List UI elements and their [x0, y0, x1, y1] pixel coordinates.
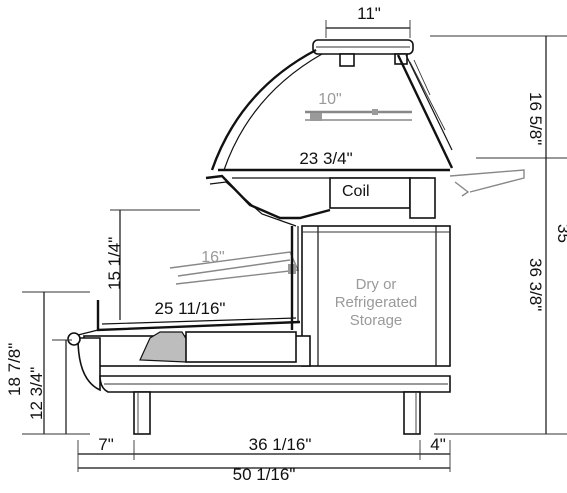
dim-right-edge-partial: 35 [554, 224, 567, 243]
dimension-lines [22, 20, 567, 472]
dim-front-overhang: 7" [98, 435, 114, 454]
curved-front-glass [210, 48, 323, 171]
deck: Coil [205, 168, 450, 227]
storage-label-line1: Dry or [356, 276, 397, 293]
storage-label-line3: Storage [350, 312, 403, 329]
dim-well-depth: 25 11/16" [155, 299, 226, 318]
base [99, 375, 451, 393]
rear-leg [403, 391, 421, 435]
canopy-top [312, 39, 414, 67]
storage-label-line2: Refrigerated [335, 294, 418, 311]
dim-left-height-upper: 18 7/8" [5, 343, 24, 396]
dim-angled-shelf: 16" [201, 249, 224, 266]
dim-deck-depth: 23 3/4" [299, 149, 352, 168]
front-leg [133, 391, 151, 435]
rear-glass-door [396, 54, 454, 169]
cabinet: Dry or Refrigerated Storage [301, 225, 451, 367]
dim-display-height-upper: 16 5/8" [526, 92, 545, 145]
angled-shelf [169, 251, 300, 285]
dim-left-height-lower: 12 3/4" [27, 367, 46, 420]
dim-coil-drop: 15 1/4" [105, 237, 124, 290]
front-bumper [67, 329, 99, 346]
dim-top-shelf-depth: 11" [357, 4, 381, 23]
glass-shelf [305, 109, 412, 121]
dim-rear-overhang: 4" [430, 435, 446, 454]
well-rear-post [290, 226, 299, 330]
dim-overall-width: 50 1/16" [233, 465, 296, 484]
dim-glass-shelf: 10" [318, 91, 341, 108]
dim-total-height: 36 3/8" [526, 258, 545, 311]
dim-base-width: 36 1/16" [249, 435, 312, 454]
rear-shelf [449, 169, 525, 197]
coil-label: Coil [342, 183, 370, 200]
